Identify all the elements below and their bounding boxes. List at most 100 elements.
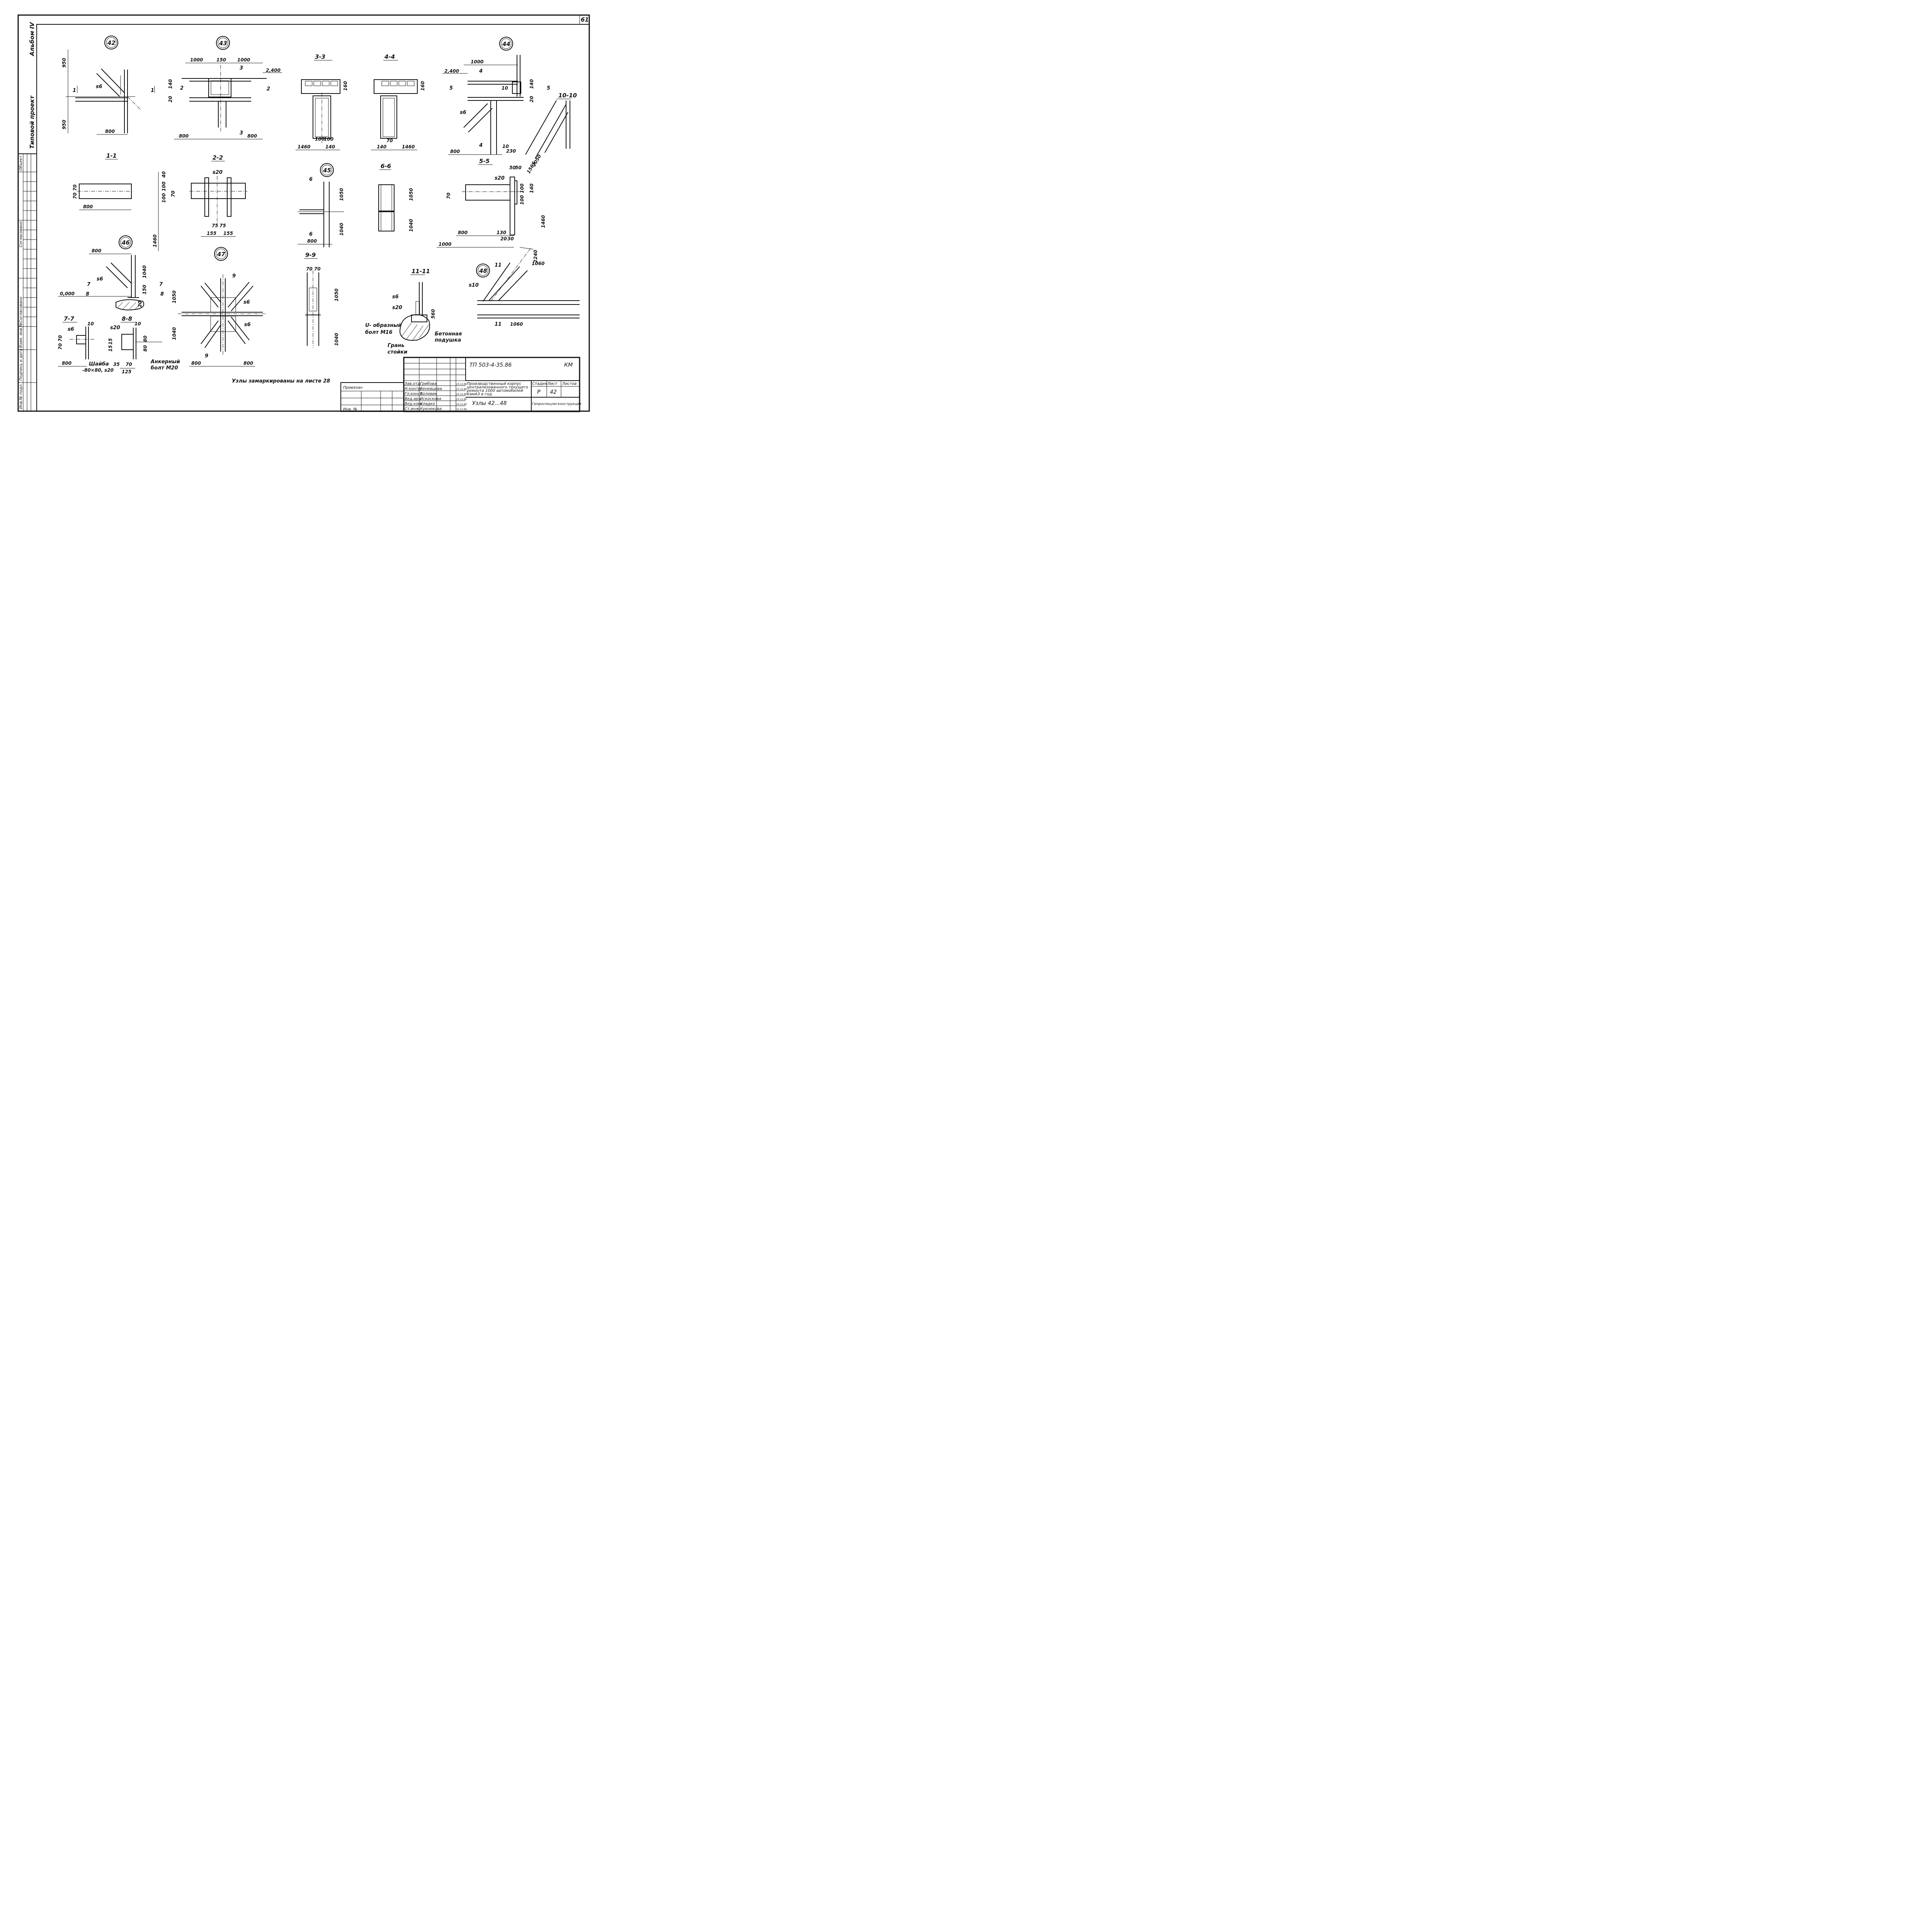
svg-text:950: 950 [61, 58, 67, 68]
svg-text:централизованного текущего: централизованного текущего [467, 385, 528, 390]
svg-text:155: 155 [207, 231, 216, 236]
svg-text:s6: s6 [392, 294, 399, 300]
svg-text:44: 44 [502, 41, 510, 48]
svg-text:25.12.86: 25.12.86 [456, 383, 467, 386]
svg-text:s6: s6 [68, 327, 74, 332]
svg-text:s20: s20 [495, 175, 505, 181]
svg-text:10: 10 [134, 321, 141, 327]
svg-text:Зав.отд.: Зав.отд. [405, 382, 422, 386]
svg-text:Грань: Грань [388, 343, 405, 349]
svg-text:11: 11 [495, 321, 502, 327]
svg-text:1: 1 [151, 88, 154, 94]
svg-text:5: 5 [547, 85, 550, 91]
svg-text:-80×80, s20: -80×80, s20 [82, 367, 114, 373]
sheet-number: 61 [581, 16, 589, 23]
section-3-3: 3-3 1460 140 100 100 160 [296, 53, 348, 150]
stamp-replace-inv: Взам. инв.№ [19, 323, 23, 348]
svg-text:6: 6 [309, 177, 313, 182]
node-44: 44 1000 2,400 s6 4 4 5 5 10 10 230 140 2… [442, 37, 550, 155]
svg-text:Привязан: Привязан [343, 386, 363, 390]
svg-text:Лист: Лист [547, 382, 558, 386]
svg-text:Гипроспецлегконструкция: Гипроспецлегконструкция [532, 402, 582, 406]
svg-text:Воловик: Воловик [420, 392, 437, 396]
section-11-11: 11-11 s6 s20 560 U- образный болт М16 Бе… [365, 268, 462, 355]
svg-text:2,400: 2,400 [266, 68, 281, 73]
svg-text:1040: 1040 [142, 265, 147, 278]
svg-text:1000: 1000 [190, 57, 203, 63]
svg-text:800: 800 [307, 238, 317, 244]
svg-text:160: 160 [343, 81, 348, 91]
node-43: 43 1000 150 1000 2,400 2 2 3 3 140 20 80… [168, 36, 282, 139]
svg-text:Стадия: Стадия [532, 382, 547, 386]
svg-text:5-5: 5-5 [479, 158, 490, 165]
svg-text:10: 10 [502, 144, 509, 149]
svg-text:1000: 1000 [471, 59, 483, 65]
svg-text:4-4: 4-4 [384, 53, 395, 60]
svg-text:140: 140 [325, 144, 335, 150]
svg-text:75: 75 [219, 223, 226, 228]
svg-text:560: 560 [430, 309, 436, 319]
svg-text:3-3: 3-3 [315, 53, 325, 60]
svg-text:1: 1 [73, 88, 76, 94]
svg-text:болт М20: болт М20 [151, 365, 178, 371]
svg-text:1040: 1040 [408, 219, 414, 232]
svg-text:s6: s6 [460, 110, 466, 116]
svg-text:1050: 1050 [408, 188, 414, 201]
svg-text:50: 50 [515, 165, 522, 170]
stamp-agreed-1: Согласовано [19, 221, 23, 247]
svg-text:1460: 1460 [541, 215, 546, 228]
svg-text:Производственный корпус: Производственный корпус [467, 382, 522, 386]
svg-text:46: 46 [121, 239, 130, 246]
svg-text:70 70: 70 70 [58, 335, 63, 350]
svg-text:Инв. №: Инв. № [343, 407, 357, 412]
svg-text:11: 11 [495, 262, 502, 268]
svg-text:100: 100 [315, 136, 325, 142]
svg-text:Анкерный: Анкерный [150, 359, 180, 365]
svg-text:20: 20 [500, 236, 507, 242]
svg-text:8-8: 8-8 [122, 315, 132, 322]
section-10-10: 10-10 2050 1565 [525, 92, 577, 175]
svg-text:140: 140 [377, 144, 386, 150]
svg-text:9-9: 9-9 [305, 252, 316, 259]
svg-text:5: 5 [449, 85, 453, 91]
svg-text:150: 150 [142, 285, 147, 294]
title-block: ТП 503-4-35.86 КМ Зав.отд. Н.контр. Гл.к… [403, 357, 582, 412]
svg-text:s6: s6 [96, 84, 102, 90]
stamp-object: Объект [19, 155, 23, 171]
svg-text:70: 70 [126, 362, 132, 367]
svg-text:20: 20 [168, 96, 173, 102]
svg-text:1050: 1050 [334, 289, 339, 301]
svg-text:4: 4 [479, 143, 483, 148]
svg-text:100: 100 [519, 195, 525, 205]
svg-text:s10: s10 [469, 282, 479, 288]
section-4-4: 4-4 140 1460 70 160 [371, 53, 425, 150]
svg-text:1460: 1460 [298, 144, 310, 150]
svg-text:130: 130 [497, 230, 506, 235]
svg-text:140: 140 [529, 184, 534, 193]
svg-text:20: 20 [529, 96, 534, 102]
svg-text:800: 800 [62, 361, 71, 366]
svg-text:1060: 1060 [532, 261, 544, 266]
project-type: Типовой проект [29, 95, 36, 149]
svg-text:75: 75 [212, 223, 218, 228]
svg-text:Веневцева: Веневцева [420, 387, 442, 391]
svg-text:15: 15 [108, 345, 113, 352]
stamp-inv-orig: Инв.№ подл. [19, 383, 23, 409]
svg-text:35: 35 [113, 362, 120, 367]
svg-text:Вед.конс.: Вед.конс. [405, 402, 424, 406]
svg-text:9: 9 [205, 353, 208, 359]
svg-text:800: 800 [247, 133, 257, 139]
svg-text:Кукнекова: Кукнекова [420, 407, 442, 411]
svg-text:Шайба: Шайба [89, 361, 109, 367]
svg-text:2240: 2240 [533, 250, 538, 263]
svg-text:140: 140 [168, 79, 173, 89]
svg-text:Грибова: Грибова [420, 381, 437, 386]
node-45: 45 6 6 1050 1040 800 [298, 163, 344, 247]
svg-text:15.12.86: 15.12.86 [456, 388, 467, 391]
svg-text:70: 70 [170, 191, 176, 197]
svg-text:ТП 503-4-35.86: ТП 503-4-35.86 [469, 362, 512, 368]
svg-text:30: 30 [507, 236, 514, 242]
svg-text:Кладко: Кладко [420, 402, 435, 406]
section-2-2: 2-2 s20 40 100 100 70 1460 75 75 155 155 [152, 154, 247, 251]
